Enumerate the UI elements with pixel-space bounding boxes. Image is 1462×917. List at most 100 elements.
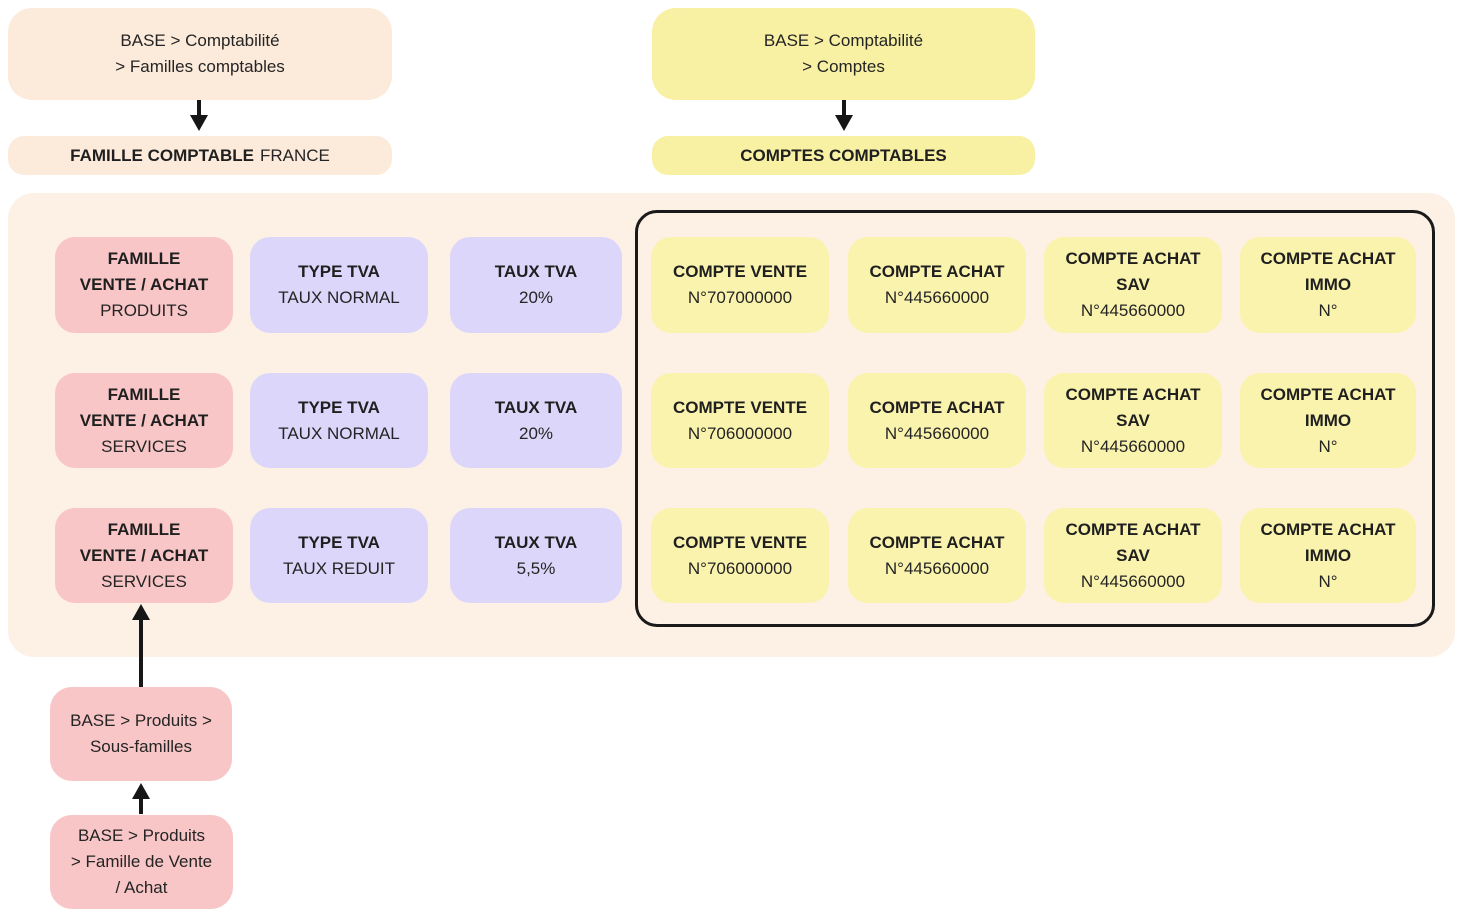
account-number: N°706000000 [687,558,793,578]
arrow-head [835,115,853,131]
compte-achat-box: COMPTE ACHAT N°445660000 [848,373,1026,468]
title-line: TYPE TVA [298,262,380,281]
compte-vente-box: COMPTE VENTE N°706000000 [651,508,829,603]
value-line: PRODUITS [100,301,188,320]
title-line: SAV [1116,275,1150,294]
arrow-head [132,783,150,799]
account-number: N°445660000 [884,558,990,578]
account-number: N°445660000 [884,423,990,443]
title-line: IMMO [1304,410,1352,430]
title-line: SAV [1116,545,1150,565]
account-number: N°445660000 [1080,571,1186,591]
title-bold-text: FAMILLE COMPTABLE [70,145,254,165]
account-number: N°707000000 [687,288,793,307]
account-number: N°706000000 [687,423,793,443]
title-line: COMPTE ACHAT [869,532,1005,552]
title-line: SAV [1116,410,1150,430]
arrow-stem [139,799,143,814]
account-number: N° [1318,436,1338,456]
title-line: TAUX TVA [494,397,578,417]
title-regular-text: FRANCE [259,145,330,165]
compte-achat-box: COMPTE ACHAT N°445660000 [848,508,1026,603]
breadcrumb-comptes: BASE > Comptabilité > Comptes [652,8,1035,100]
breadcrumb-line: BASE > Comptabilité [763,31,924,50]
title-line: COMPTE VENTE [672,262,808,281]
compte-achat-sav-box: COMPTE ACHAT SAV N°445660000 [1044,508,1222,603]
value-line: TAUX REDUIT [282,558,396,578]
breadcrumb-line: BASE > Comptabilité [120,31,280,50]
title-line: COMPTE ACHAT [1260,249,1396,268]
value-line: SERVICES [101,436,187,456]
title-line: IMMO [1304,545,1352,565]
compte-achat-sav-box: COMPTE ACHAT SAV N°445660000 [1044,237,1222,333]
arrow-stem [139,620,143,687]
title-line: COMPTE VENTE [672,397,808,417]
famille-vente-achat-box: FAMILLE VENTE / ACHAT PRODUITS [55,237,233,333]
arrow-stem [197,100,201,115]
compte-achat-immo-box: COMPTE ACHAT IMMO N° [1240,373,1416,468]
arrow-stem [842,100,846,115]
title-line: COMPTE ACHAT [1065,384,1201,404]
arrow-down-icon [835,100,853,131]
value-line: 5,5% [516,558,556,578]
breadcrumb-line: > Familles comptables [115,57,285,76]
comptes-comptables-title: COMPTES COMPTABLES [652,136,1035,175]
title-line: FAMILLE [107,384,181,404]
account-number: N° [1318,301,1338,320]
account-number: N°445660000 [884,288,990,307]
famille-comptable-title: FAMILLE COMPTABLE FRANCE [8,136,392,175]
title-line: FAMILLE [107,249,181,268]
account-number: N° [1318,571,1338,591]
title-line: FAMILLE [107,519,181,539]
arrow-up-icon [132,604,150,687]
title-line: TAUX TVA [494,262,578,281]
title-bold-text: COMPTES COMPTABLES [740,145,947,165]
account-number: N°445660000 [1080,301,1186,320]
title-line: TYPE TVA [298,532,380,552]
title-line: COMPTE ACHAT [1065,519,1201,539]
title-line: TYPE TVA [298,397,380,417]
breadcrumb-line: BASE > Produits > [70,711,212,730]
type-tva-box: TYPE TVA TAUX REDUIT [250,508,428,603]
taux-tva-box: TAUX TVA 20% [450,373,622,468]
account-number: N°445660000 [1080,436,1186,456]
title-line: COMPTE ACHAT [1260,384,1396,404]
compte-achat-immo-box: COMPTE ACHAT IMMO N° [1240,237,1416,333]
type-tva-box: TYPE TVA TAUX NORMAL [250,237,428,333]
value-line: TAUX NORMAL [278,288,400,307]
compte-achat-immo-box: COMPTE ACHAT IMMO N° [1240,508,1416,603]
title-line: VENTE / ACHAT [79,545,209,565]
arrow-down-icon [190,100,208,131]
breadcrumb-line: Sous-familles [89,737,193,756]
famille-vente-achat-box: FAMILLE VENTE / ACHAT SERVICES [55,373,233,468]
title-line: COMPTE ACHAT [869,397,1005,417]
accounts-group-outline [635,210,1435,627]
arrow-head [132,604,150,620]
arrow-up-icon [132,783,150,814]
title-line: TAUX TVA [494,532,578,552]
breadcrumb-line: > Famille de Vente [70,852,213,871]
title-line: COMPTE ACHAT [1065,249,1201,268]
compte-vente-box: COMPTE VENTE N°706000000 [651,373,829,468]
title-line: IMMO [1304,275,1352,294]
value-line: 20% [518,423,554,443]
breadcrumb-sous-familles: BASE > Produits > Sous-familles [50,687,232,781]
taux-tva-box: TAUX TVA 5,5% [450,508,622,603]
breadcrumb-line: / Achat [115,878,168,897]
breadcrumb-line: > Comptes [802,57,885,76]
title-line: COMPTE ACHAT [1260,519,1396,539]
taux-tva-box: TAUX TVA 20% [450,237,622,333]
breadcrumb-line: BASE > Produits [77,826,206,845]
value-line: SERVICES [101,571,187,591]
title-line: VENTE / ACHAT [79,275,209,294]
famille-vente-achat-box: FAMILLE VENTE / ACHAT SERVICES [55,508,233,603]
value-line: 20% [518,288,554,307]
title-line: COMPTE ACHAT [869,262,1005,281]
compte-achat-box: COMPTE ACHAT N°445660000 [848,237,1026,333]
breadcrumb-famille-vente-achat: BASE > Produits > Famille de Vente / Ach… [50,815,233,909]
title-line: COMPTE VENTE [672,532,808,552]
title-line: VENTE / ACHAT [79,410,209,430]
breadcrumb-familles-comptables: BASE > Comptabilité > Familles comptable… [8,8,392,100]
compte-achat-sav-box: COMPTE ACHAT SAV N°445660000 [1044,373,1222,468]
